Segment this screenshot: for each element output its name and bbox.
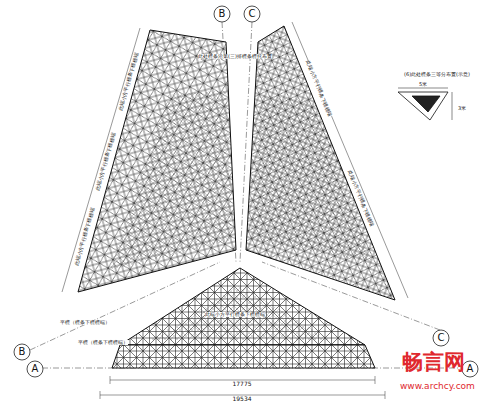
axis-label: C xyxy=(249,9,256,19)
note-text: (6)此处檩条三等分布置(示意) xyxy=(404,72,470,77)
note-text: 平檩（檩条下檩檩端） xyxy=(78,340,128,345)
note-text: 19534 xyxy=(232,396,251,402)
note-text: 17775 xyxy=(232,381,251,387)
note-text: 3米 xyxy=(458,106,466,111)
axis-label: A xyxy=(467,364,474,374)
axis-label: A xyxy=(32,364,39,374)
axis-label: B xyxy=(219,9,226,19)
note-text: 此端小方平行檩条下檩檩端 xyxy=(205,312,265,317)
axis-label: C xyxy=(438,333,445,343)
watermark: www.archcy.com xyxy=(400,382,475,391)
note-text: 平檩（檩条下檩檩端） xyxy=(60,320,110,325)
watermark: 畅言网 xyxy=(402,352,465,373)
axis-label: B xyxy=(19,347,26,357)
note-text: 5米 xyxy=(419,82,427,87)
note-text: 此处檩条沿第(三)排檩条檩托布置 xyxy=(198,54,272,59)
